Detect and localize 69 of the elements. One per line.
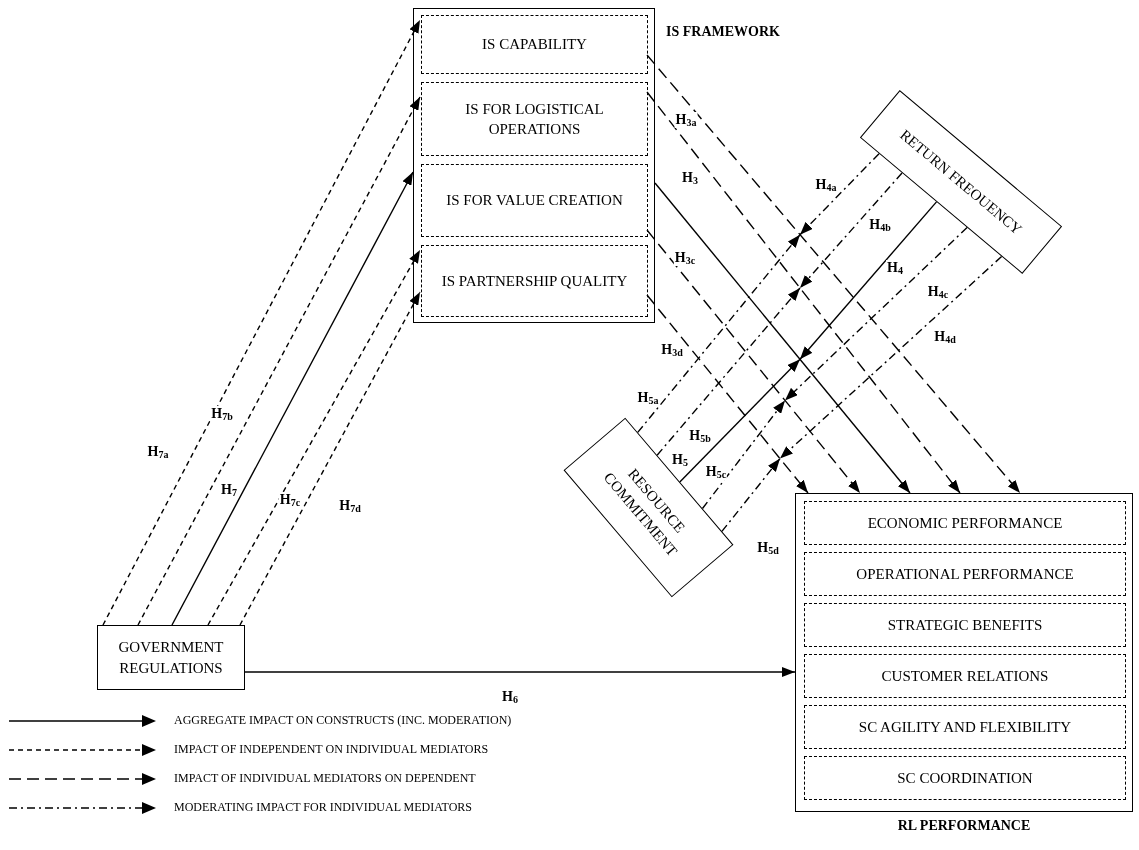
arrow <box>799 201 938 360</box>
construct-box <box>97 625 245 690</box>
edge-label: H$_{3}$ <box>681 170 699 186</box>
sub-construct-box <box>804 654 1126 698</box>
sub-construct-box <box>421 245 648 317</box>
arrow <box>799 153 880 236</box>
arrow <box>646 294 809 494</box>
legend-text: MODERATING IMPACT FOR INDIVIDUAL MEDIATORS <box>174 800 473 815</box>
construct-label: SC AGILITY AND FLEXIBILITY <box>858 717 1072 737</box>
edge-label: H$_{4a}$ <box>814 177 838 193</box>
arrow <box>646 91 961 494</box>
edge-label: H$_{5d}$ <box>756 540 780 556</box>
arrow <box>701 399 786 510</box>
arrow <box>656 287 801 456</box>
arrow <box>239 291 421 626</box>
edge-label: H$_{4d}$ <box>933 329 957 345</box>
edge-label: H$_{5}$ <box>671 452 689 468</box>
legend-text: IMPACT OF INDEPENDENT ON INDIVIDUAL MEDIATORS <box>174 742 489 757</box>
arrow <box>721 457 781 533</box>
construct-label: OPERATIONAL PERFORMANCE <box>856 564 1074 584</box>
edge-label: H$_{7d}$ <box>338 498 362 514</box>
edge-label: H$_{7}$ <box>220 482 238 498</box>
arrow <box>779 255 1003 460</box>
edge-label: H$_{4b}$ <box>868 217 892 233</box>
arrow <box>171 171 414 626</box>
edge-label: H$_{7c}$ <box>278 492 302 508</box>
arrow <box>646 229 861 494</box>
sub-construct-box <box>421 82 648 156</box>
arrow <box>137 96 421 626</box>
construct-label: GOVERNMENT REGULATIONS <box>117 638 225 678</box>
group-heading: RL PERFORMANCE <box>897 817 1031 835</box>
construct-label: STRATEGIC BENEFITS <box>887 615 1043 635</box>
edge-label: H$_{5a}$ <box>636 390 660 406</box>
arrow <box>679 358 801 483</box>
edge-label: H$_{3a}$ <box>674 112 698 128</box>
edge-label: H$_{6}$ <box>501 689 519 705</box>
construct-label: CUSTOMER RELATIONS <box>881 666 1049 686</box>
legend-text: AGGREGATE IMPACT ON CONSTRUCTS (INC. MODERATION) <box>174 713 512 728</box>
construct-label: IS CAPABILITY <box>482 35 587 55</box>
arrow <box>799 172 903 289</box>
construct-label: SC COORDINATION <box>897 768 1033 788</box>
arrow <box>207 249 421 626</box>
sub-construct-box <box>421 164 648 237</box>
legend-text: IMPACT OF INDIVIDUAL MEDIATORS ON DEPENDENT <box>174 771 476 786</box>
sub-construct-box <box>421 15 648 74</box>
edge-label: H$_{3c}$ <box>673 250 697 266</box>
sub-construct-box <box>804 705 1126 749</box>
sub-construct-box <box>804 501 1126 545</box>
group-heading: IS FRAMEWORK <box>666 23 780 41</box>
arrow <box>654 182 911 494</box>
sub-construct-box <box>804 552 1126 596</box>
edge-label: H$_{4c}$ <box>926 284 950 300</box>
construct-label: IS FOR LOGISTICAL OPERATIONS <box>464 99 605 139</box>
construct-label: IS PARTNERSHIP QUALITY <box>441 271 628 291</box>
edge-label: H$_{7a}$ <box>146 444 170 460</box>
edge-label: H$_{4}$ <box>886 260 904 276</box>
arrow <box>646 54 1021 494</box>
arrow <box>244 667 796 677</box>
arrow <box>637 234 801 434</box>
arrow <box>784 226 968 402</box>
edge-label: H$_{5b}$ <box>688 428 712 444</box>
construct-label: IS FOR VALUE CREATION <box>446 191 623 211</box>
edge-label: H$_{5c}$ <box>704 464 728 480</box>
sub-construct-box <box>804 756 1126 800</box>
edge-label: H$_{7b}$ <box>210 406 234 422</box>
sub-construct-box <box>804 603 1126 647</box>
construct-label: ECONOMIC PERFORMANCE <box>867 513 1063 533</box>
arrow <box>102 19 421 626</box>
edge-label: H$_{3d}$ <box>660 342 684 358</box>
